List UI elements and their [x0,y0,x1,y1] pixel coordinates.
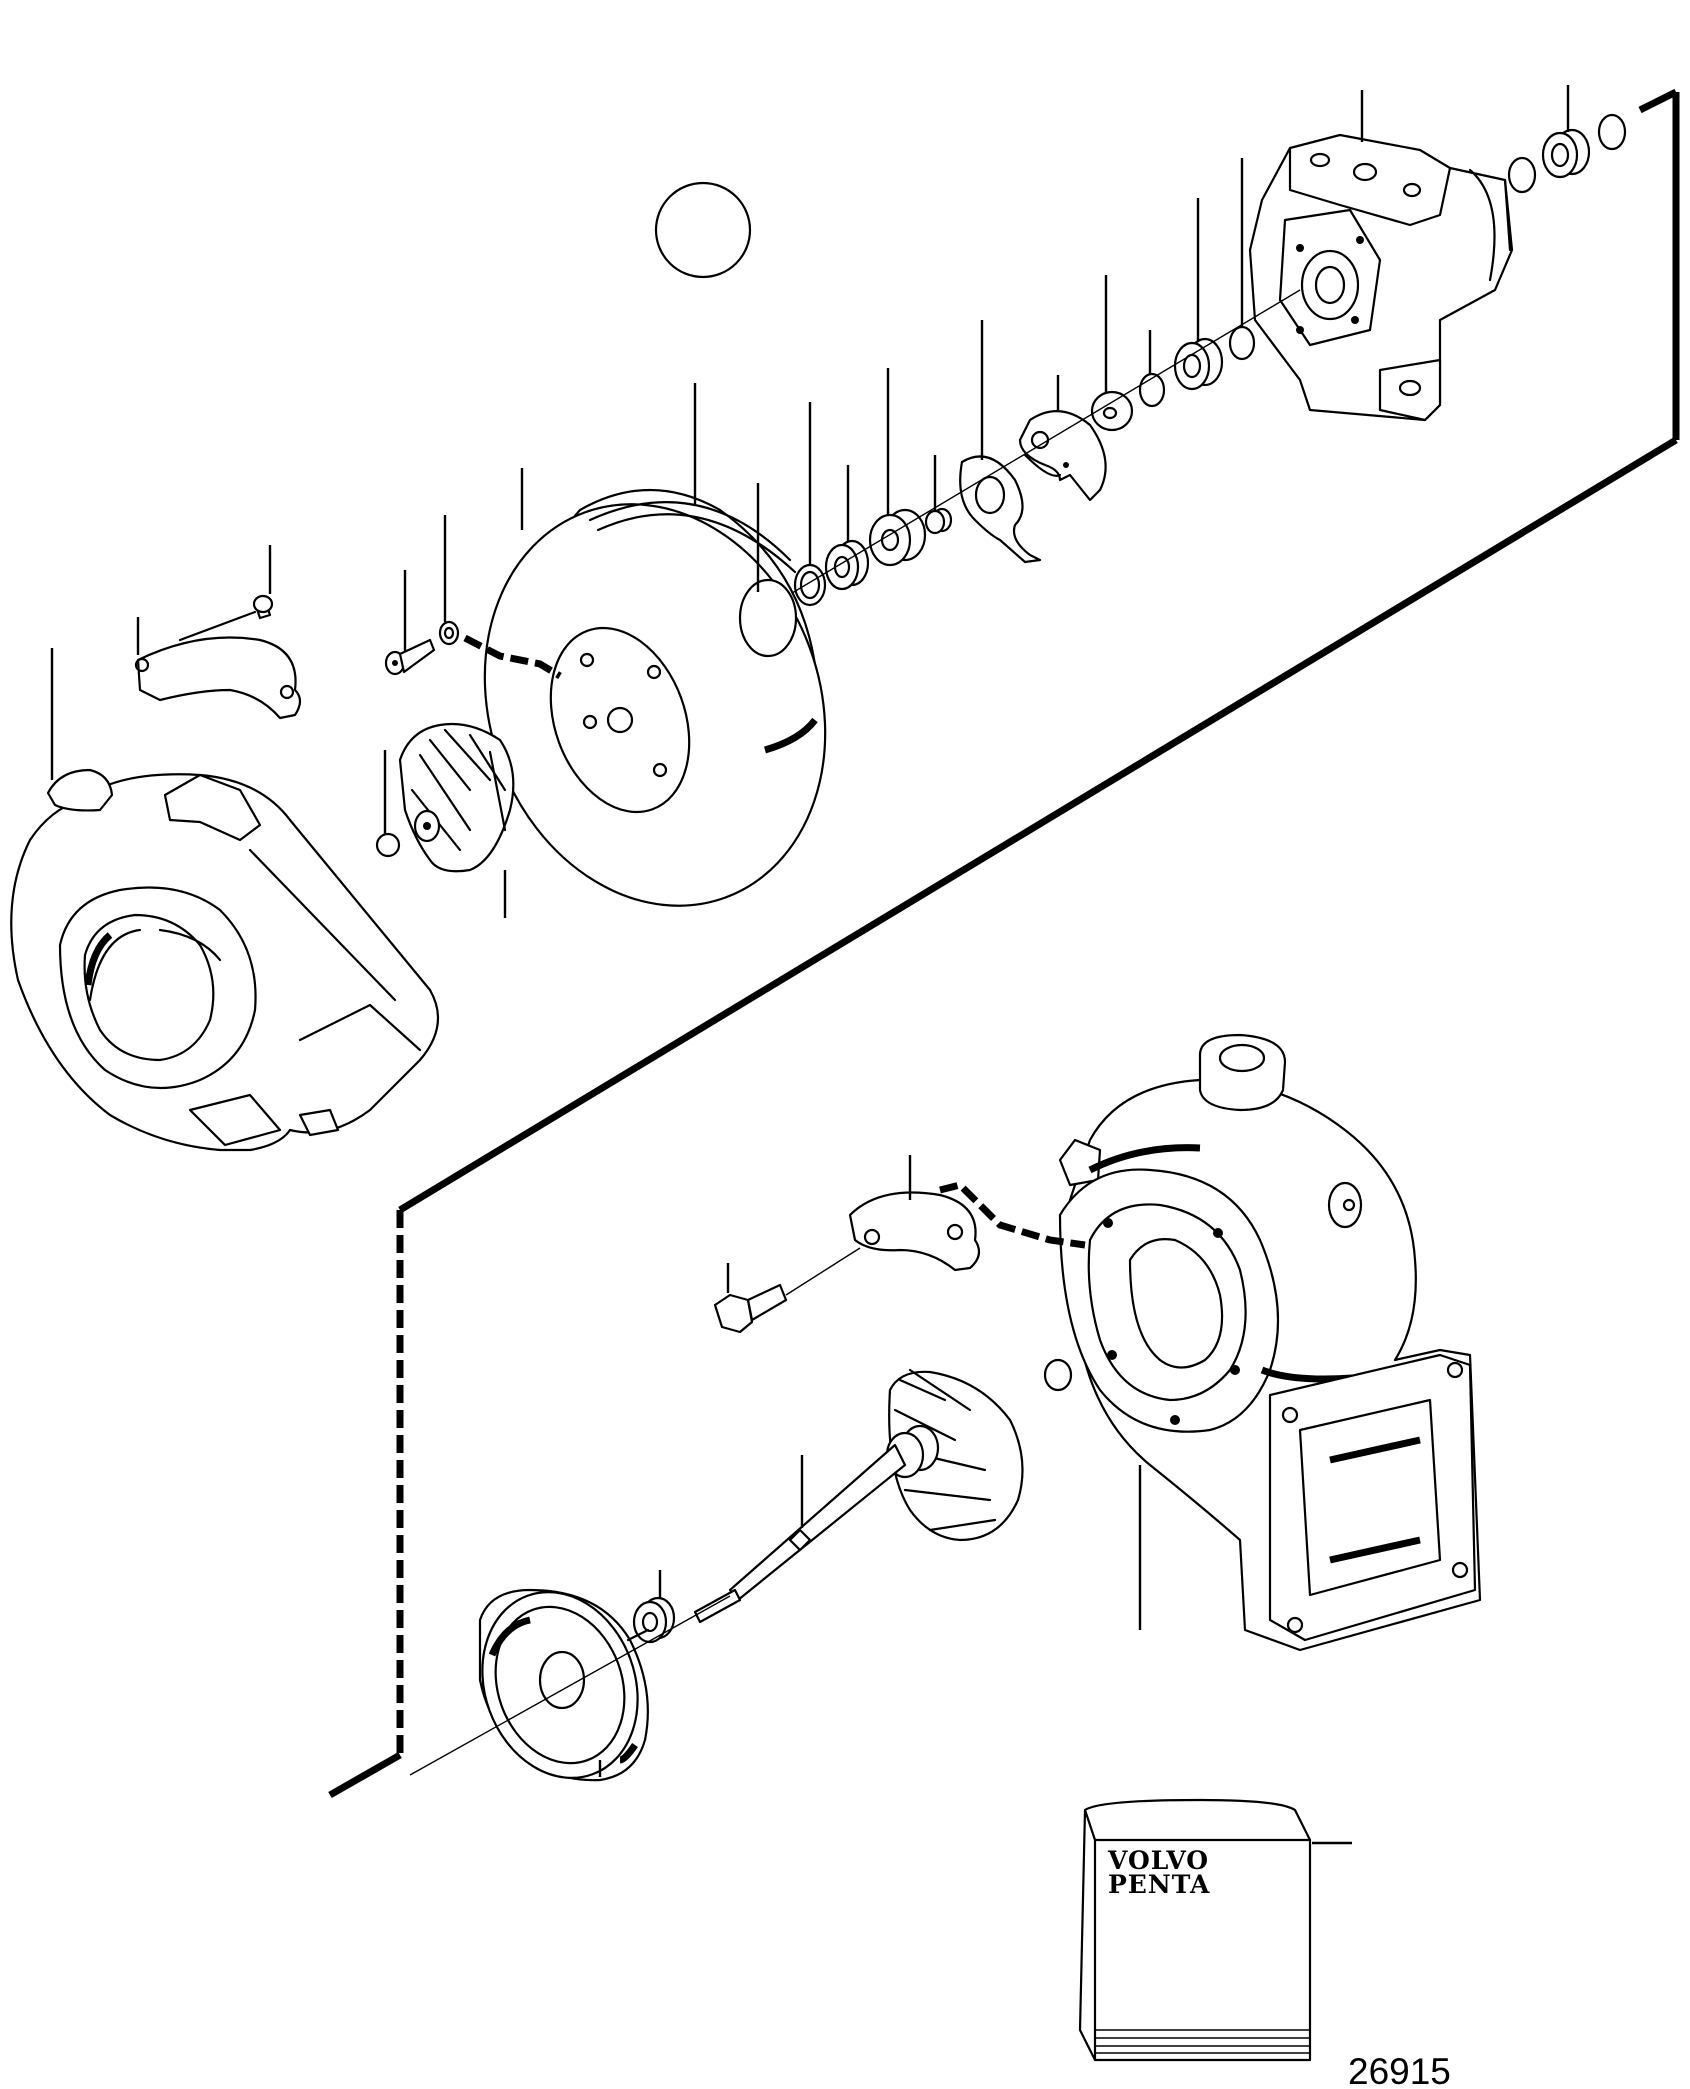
screw-lock-plate [178,594,274,642]
drawing-number: 26915 [1348,2051,1451,2089]
thrust-collar [868,508,927,567]
thrust-washer [1090,390,1134,432]
hex-bolt [713,1247,861,1334]
group-boundary-line [328,88,1680,1799]
manual-brand-line1: VOLVO [1107,1846,1209,1875]
lock-nut [375,832,401,858]
turbine-housing [1043,1033,1482,1652]
compressor-wheel [398,722,515,873]
seal-ring-lower [632,1596,676,1644]
manual-booklet: VOLVO PENTA [1078,1798,1312,2062]
bearing-sleeve-right [1541,128,1591,179]
bearing-housing [1248,133,1514,422]
snap-ring-right-1 [1597,113,1627,151]
snap-ring-right-2 [1507,156,1537,194]
dashed-link-lock-plate [939,1181,1086,1249]
washer-top [438,620,460,646]
seal-ring [793,563,827,607]
reference-circle [654,181,752,279]
lock-plate-top [134,636,302,720]
thrust-bearing-plate [1018,410,1107,502]
snap-ring-left [1228,325,1256,361]
lock-plate-bottom [848,1191,981,1272]
manual-brand-line2: PENTA [1108,1870,1210,1899]
snap-ring-center [1138,372,1166,408]
piston-ring-seal [824,539,870,591]
turbine-wheel-shaft [693,1368,1024,1624]
socket-screw-top [384,638,436,676]
leader-lines [50,85,1570,1845]
oil-deflector [959,455,1042,564]
bearing-sleeve-left [1173,337,1224,391]
compressor-backplate [483,489,827,907]
heat-shield [478,1588,650,1782]
shaft-axis-line-bottom [409,1595,731,1776]
dashed-link-screw [463,634,562,680]
compressor-housing [10,768,440,1152]
spacer [924,507,953,535]
